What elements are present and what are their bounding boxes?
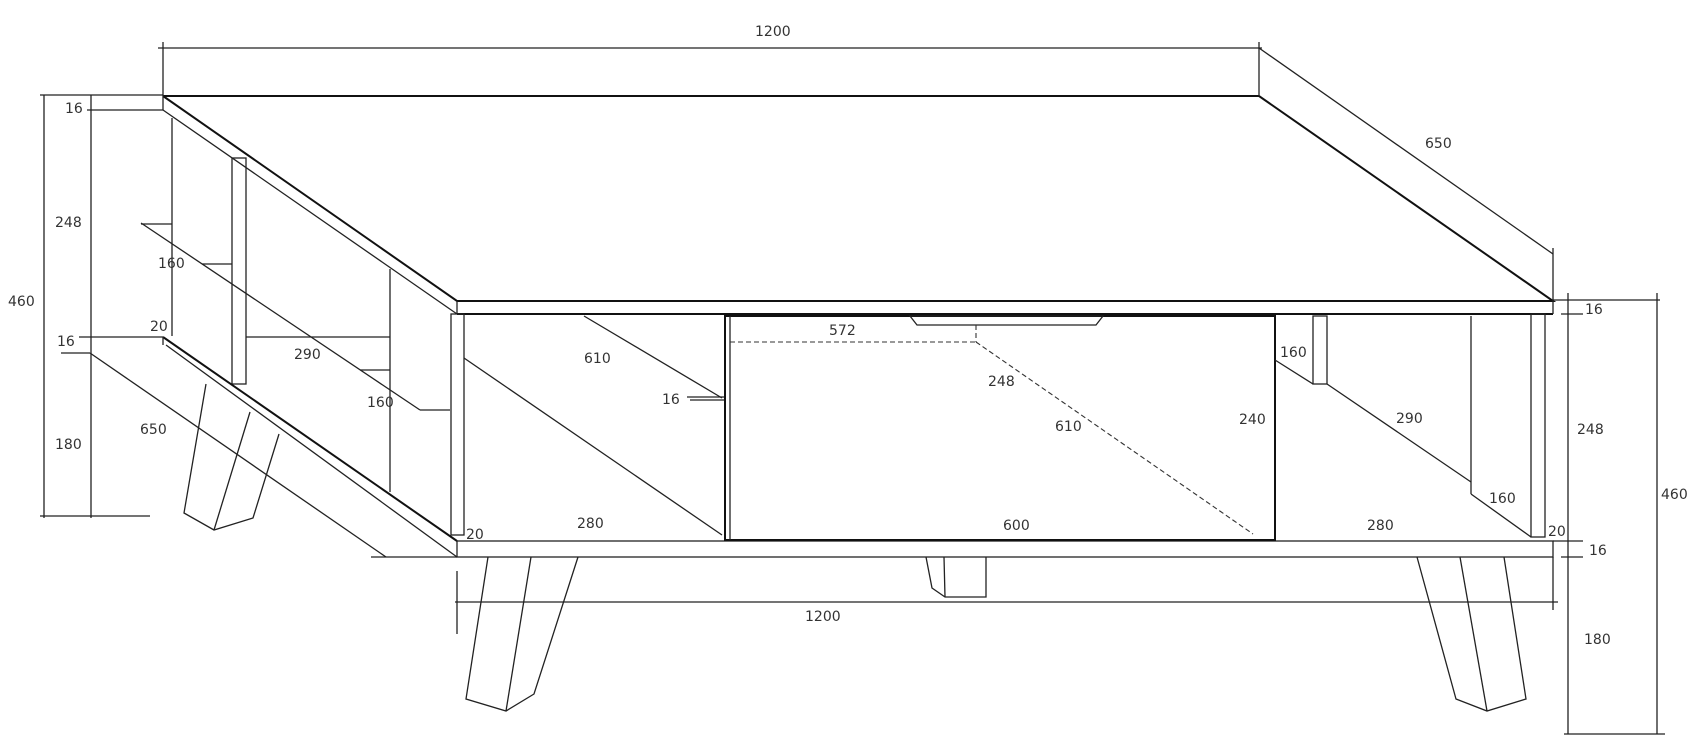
tabletop (162, 95, 1557, 315)
label-front-left-diagonal: 610 (584, 351, 611, 367)
label-bottom-width: 1200 (805, 609, 841, 625)
label-front-left-280: 280 (577, 516, 604, 532)
legs (183, 383, 1527, 712)
front-left-compartment (463, 315, 725, 536)
label-right-shelf-depth: 290 (1396, 411, 1423, 427)
label-right-20: 20 (1548, 524, 1566, 540)
label-front-left-20: 20 (466, 527, 484, 543)
label-drawer-height: 240 (1239, 412, 1266, 428)
label-right-leg-height: 180 (1584, 632, 1611, 648)
label-top-width: 1200 (755, 24, 791, 40)
label-left-upper-height: 248 (55, 215, 82, 231)
label-right-280: 280 (1367, 518, 1394, 534)
label-drawer-depth: 610 (1055, 419, 1082, 435)
label-right-total-height: 460 (1661, 487, 1688, 503)
label-right-bottom-thickness: 16 (1589, 543, 1607, 559)
label-left-shelf-thickness: 16 (57, 334, 75, 350)
label-left-divider-b: 160 (367, 395, 394, 411)
label-left-divider-a: 160 (158, 256, 185, 272)
label-right-upper-height: 248 (1577, 422, 1604, 438)
dimension-labels: 1200 650 16 248 460 160 20 16 290 160 65… (8, 24, 1688, 648)
label-left-shelf-depth: 290 (294, 347, 321, 363)
label-front-left-16: 16 (662, 392, 680, 408)
label-drawer-handle: 248 (988, 374, 1015, 390)
label-right-160-a: 160 (1280, 345, 1307, 361)
drawer (724, 315, 1276, 541)
right-compartment (1274, 313, 1546, 538)
label-drawer-width: 572 (829, 323, 856, 339)
label-left-leg-height: 180 (55, 437, 82, 453)
label-left-top-thickness: 16 (65, 101, 83, 117)
label-right-top-thickness: 16 (1585, 302, 1603, 318)
label-left-leg-depth: 650 (140, 422, 167, 438)
label-left-total-height: 460 (8, 294, 35, 310)
dimension-lines (40, 42, 1665, 735)
label-drawer-front-width: 600 (1003, 518, 1030, 534)
label-left-offset: 20 (150, 319, 168, 335)
label-right-160-b: 160 (1489, 491, 1516, 507)
left-side-structure (140, 118, 465, 536)
label-top-depth: 650 (1425, 136, 1452, 152)
drawer-handle (908, 315, 1105, 326)
